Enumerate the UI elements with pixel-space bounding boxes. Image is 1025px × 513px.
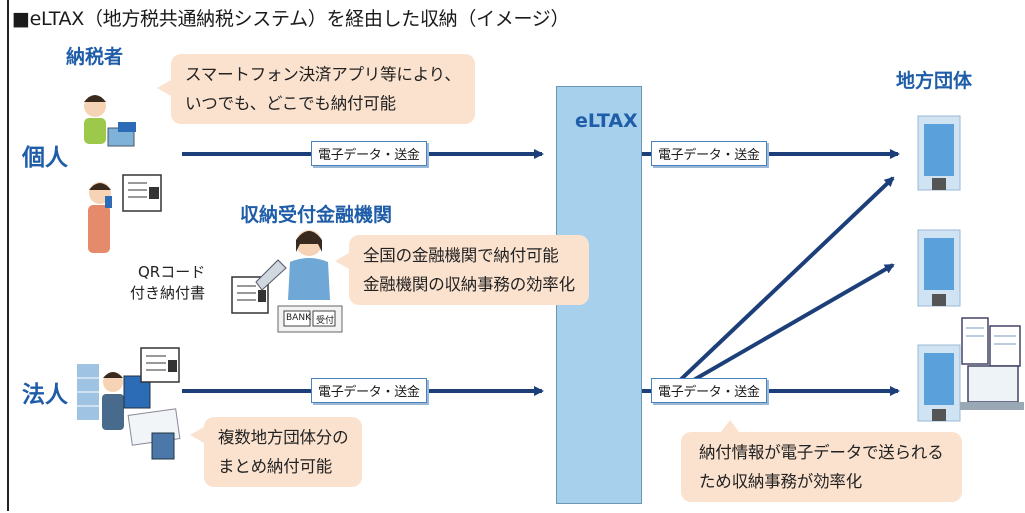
arrow-eltax-to-local-diag-top [673,176,895,387]
tag-corp-to-eltax: 電子データ・送金 [311,378,427,403]
taxpayer-bubble-line1: スマートフォン決済アプリ等により、 [185,65,461,84]
local-gov-bubble-line2: ため収納事務が効率化 [699,472,863,491]
counter-bank-label: BANK [286,313,311,323]
corporation-bubble-line2: まとめ納付可能 [218,457,333,476]
taxpayer-bubble: スマートフォン決済アプリ等により、 いつでも、どこでも納付可能 [157,54,475,124]
title-text: ■eLTAX（地方税共通納税システム）を経由した収納（イメージ） [12,8,570,30]
counter-uketsuke-label: 受付 [316,316,335,326]
corporation-label: 法人 [22,382,68,408]
qr-label-line1: QRコード [138,263,206,281]
tag-individual-to-eltax: 電子データ・送金 [311,141,427,166]
local-gov-bubble: 納付情報が電子データで送られる ため収納事務が効率化 [681,420,962,502]
individual-label: 個人 [22,145,68,171]
taxpayer-heading: 納税者 [66,46,124,68]
taxpayer-bubble-line2: いつでも、どこでも納付可能 [185,94,396,113]
bank-bubble: 全国の金融機関で納付可能 金融機関の収納事務の効率化 [335,235,589,305]
bank-bubble-line1: 全国の金融機関で納付可能 [363,246,559,265]
tag-eltax-to-local-top: 電子データ・送金 [651,141,767,166]
corporation-bubble: 複数地方団体分の まとめ納付可能 [189,417,363,487]
diagram-frame [7,0,1025,511]
local-gov-heading: 地方団体 [896,70,973,92]
bank-heading: 収納受付金融機関 [240,204,393,226]
qr-label-line2: 付き納付書 [130,284,206,302]
corporation-bubble-line1: 複数地方団体分の [218,428,349,447]
bank-bubble-line2: 金融機関の収納事務の効率化 [363,275,575,294]
tag-eltax-to-local-bottom: 電子データ・送金 [651,378,767,403]
eltax-label: eLTAX [575,110,638,132]
arrow-eltax-to-local-diag-mid [684,263,895,387]
page-title: ■eLTAX（地方税共通納税システム）を経由した収納（イメージ） [12,4,570,31]
local-gov-bubble-line1: 納付情報が電子データで送られる [699,443,944,462]
